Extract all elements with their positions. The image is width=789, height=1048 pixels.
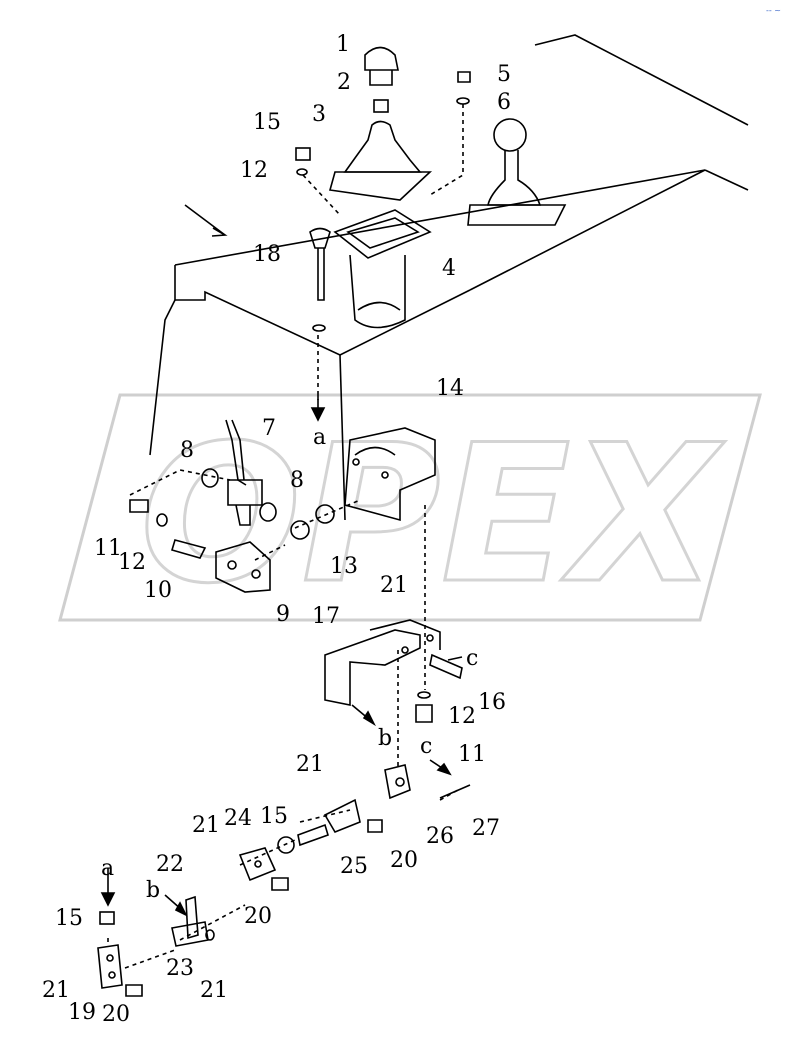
part-9-bracket <box>215 541 271 593</box>
callout-8-right: 8 <box>290 468 304 493</box>
callout-5: 5 <box>497 62 511 87</box>
part-6-washer <box>456 97 470 105</box>
callout-11-right: 11 <box>458 742 486 767</box>
part-12-washer-top <box>296 168 308 176</box>
callout-21-e: 21 <box>42 978 70 1003</box>
callout-18: 18 <box>253 242 281 267</box>
callout-6: 6 <box>497 90 511 115</box>
callout-19: 19 <box>68 1000 96 1025</box>
ref-a-bottom: a <box>101 856 115 881</box>
part-13-bushing <box>290 520 310 540</box>
part-3-boot <box>328 120 433 201</box>
callout-4: 4 <box>442 256 456 281</box>
callout-25: 25 <box>340 854 368 879</box>
ref-a-top: a <box>313 425 327 450</box>
callout-17: 17 <box>312 604 340 629</box>
callout-21-c: 21 <box>192 813 220 838</box>
callout-11-left: 11 <box>94 536 122 561</box>
callout-21-d: 21 <box>200 978 228 1003</box>
callout-21-a: 21 <box>380 573 408 598</box>
part-4-gasket <box>333 209 432 259</box>
part-11-bolt-left <box>129 499 149 513</box>
part-13-bushing-b <box>315 504 335 524</box>
part-8-bushing-right <box>259 502 277 522</box>
part-14-bracket <box>344 427 436 522</box>
watermark-text: OPEX <box>140 404 726 625</box>
leader-lines <box>107 104 464 969</box>
ref-b-bottom: b <box>146 878 161 903</box>
console-opening <box>349 254 406 329</box>
part-10-pin <box>171 539 207 559</box>
part-12-washer-right <box>417 691 431 699</box>
arrow-b-head <box>362 710 376 727</box>
arrow-c-top <box>447 656 463 661</box>
part-8-bushing-left <box>201 468 219 488</box>
arrow-a-top-head <box>310 407 326 422</box>
part-25-rod-end <box>297 798 361 847</box>
callout-15-top: 15 <box>253 110 281 135</box>
part-2-nut <box>373 99 389 113</box>
callout-14: 14 <box>436 376 464 401</box>
callout-26: 26 <box>426 824 454 849</box>
part-19-hinge <box>97 944 123 989</box>
part-20-bolt-b <box>271 877 289 891</box>
ref-c-lower: c <box>420 734 433 759</box>
part-23-washer <box>205 929 215 941</box>
part-15-nut-mid <box>277 836 295 854</box>
callout-16: 16 <box>478 690 506 715</box>
callout-3: 3 <box>312 102 326 127</box>
callout-12-top: 12 <box>240 158 268 183</box>
callout-12-left: 12 <box>118 550 146 575</box>
callout-22: 22 <box>156 852 184 877</box>
part-20-bolt-c <box>125 984 143 997</box>
arrow-a-bottom-head <box>100 892 116 907</box>
callout-7: 7 <box>262 416 276 441</box>
right-joystick <box>467 118 567 226</box>
callout-20-c: 20 <box>102 1002 130 1027</box>
callout-13: 13 <box>330 554 358 579</box>
part-15-nut-bottom <box>99 911 115 925</box>
callout-8-left: 8 <box>180 438 194 463</box>
part-27-spring <box>439 784 471 799</box>
arrow-b-bottom-head <box>174 901 188 917</box>
callout-10: 10 <box>144 578 172 603</box>
ref-c-top: c <box>466 646 479 671</box>
ref-b-mid: b <box>378 726 393 751</box>
arrow-c-lower-head <box>436 762 452 776</box>
part-22-lever <box>171 895 209 947</box>
part-17-bracket <box>324 619 441 706</box>
part-16-pin <box>429 653 463 680</box>
part-12-washer-left <box>156 513 168 527</box>
callout-1: 1 <box>336 32 350 57</box>
callout-20-a: 20 <box>390 848 418 873</box>
callout-12-right: 12 <box>448 704 476 729</box>
callout-15-mid: 15 <box>260 804 288 829</box>
callout-21-b: 21 <box>296 752 324 777</box>
callout-23: 23 <box>166 956 194 981</box>
part-11-bolt-right <box>415 704 433 723</box>
part-18-rod <box>309 227 331 332</box>
part-20-bolt-a <box>367 819 383 833</box>
corner-mark: -- ~ <box>765 6 781 15</box>
part-24-block <box>238 847 277 882</box>
part-26-joint <box>384 764 411 800</box>
callout-2: 2 <box>337 70 351 95</box>
part-5-bolt <box>457 71 471 83</box>
callout-9: 9 <box>276 602 290 627</box>
callout-15-bottom: 15 <box>55 906 83 931</box>
callout-20-b: 20 <box>244 904 272 929</box>
part-1-knob <box>364 46 399 86</box>
callout-24: 24 <box>224 806 252 831</box>
part-15-nut-top <box>295 147 311 161</box>
callout-27: 27 <box>472 816 500 841</box>
floor-plate <box>149 34 749 521</box>
